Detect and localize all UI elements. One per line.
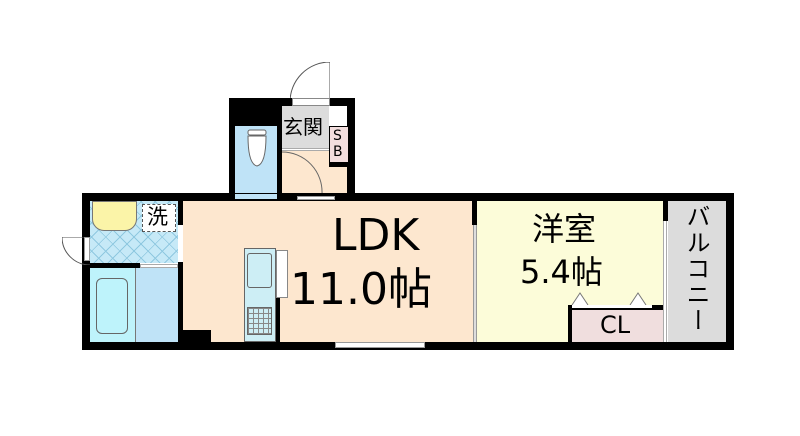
wall-top	[82, 193, 734, 201]
wall	[329, 162, 349, 167]
entrance-door[interactable]	[289, 61, 331, 103]
washbasin-icon	[92, 201, 137, 231]
closet-opening	[572, 305, 652, 308]
ldk-size-label: 11.0帖	[290, 264, 432, 315]
toilet-room	[235, 126, 277, 194]
bath-door[interactable]	[140, 264, 178, 268]
wall	[183, 330, 211, 342]
ldk-label: LDK	[332, 210, 420, 261]
wall-right	[726, 193, 734, 350]
hall-opening	[297, 196, 335, 200]
wall	[229, 98, 235, 198]
closet-doors[interactable]	[570, 290, 663, 306]
wash-label: 洗	[147, 205, 168, 229]
wall	[663, 201, 668, 221]
wall	[276, 298, 280, 342]
western-room-size-label: 5.4帖	[520, 253, 603, 291]
wall-left	[82, 193, 90, 350]
closet	[572, 310, 663, 342]
refrigerator-space	[276, 250, 288, 298]
toilet-bottom	[235, 194, 277, 199]
wall	[178, 262, 183, 342]
wall	[472, 201, 477, 225]
balcony	[668, 201, 726, 342]
kitchen-sink-icon[interactable]	[247, 253, 272, 288]
door-swing-icon	[281, 151, 323, 195]
wall	[277, 98, 282, 198]
balcony-window[interactable]	[663, 221, 667, 342]
shoe-box-label-s: S	[333, 128, 342, 144]
window-ldk	[335, 342, 425, 348]
wash-label-box	[142, 204, 176, 232]
toilet-bowl-icon	[247, 129, 267, 167]
wall	[178, 201, 183, 225]
wall	[347, 98, 355, 198]
ldk-room	[183, 201, 473, 342]
sliding-door[interactable]	[473, 225, 477, 342]
western-room-label: 洋室	[532, 210, 597, 248]
closet-label: CL	[600, 311, 631, 339]
shoe-box-label-b: B	[333, 144, 343, 160]
entrance-label: 玄関	[283, 115, 323, 139]
wall	[90, 263, 140, 268]
bathtub-icon	[96, 278, 128, 334]
entrance-opening	[292, 98, 330, 106]
balcony-label: バルコニー	[682, 204, 710, 334]
closet-door-icon	[571, 292, 647, 306]
wall	[568, 305, 572, 345]
door-swing-icon	[289, 61, 331, 103]
washroom-door[interactable]	[61, 236, 91, 266]
wall	[229, 98, 279, 126]
washroom-door-opening	[84, 237, 90, 261]
gas-stove-icon[interactable]	[247, 307, 272, 335]
step-line	[282, 148, 329, 151]
entrance-room	[282, 106, 329, 150]
door-swing-icon	[61, 236, 91, 266]
